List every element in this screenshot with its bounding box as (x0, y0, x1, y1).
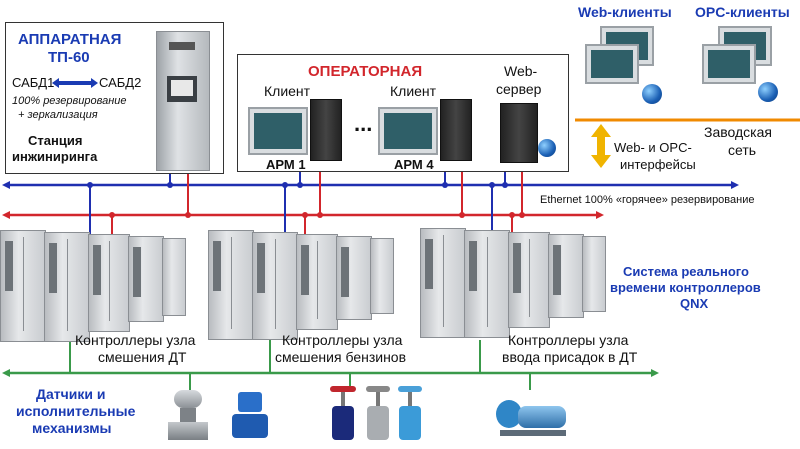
arm1-tower (310, 99, 342, 161)
interfaces-label-1: Web- и OPC- (614, 140, 692, 155)
qnx-label-1: Система реального (623, 264, 749, 279)
web-client-monitor-2 (585, 44, 639, 84)
arm1-monitor (248, 107, 308, 155)
controller-3-label-1: Контроллеры узла (508, 332, 629, 348)
controller-1-label-2: смешения ДТ (98, 349, 187, 365)
ellipsis: ... (354, 111, 373, 136)
gate-valve-icon (326, 386, 360, 442)
arrow-left-head (52, 78, 59, 88)
engineering-title-2: ТП-60 (48, 49, 90, 66)
client1-label: Клиент (264, 83, 311, 99)
controller-1-label-1: Контроллеры узла (75, 332, 196, 348)
interface-arrow (591, 124, 611, 168)
web-clients-label: Web-клиенты (578, 4, 672, 20)
globe-icon (758, 82, 778, 102)
operator-room: ОПЕРАТОРНАЯ Клиент Клиент Web- сервер АР… (237, 54, 569, 172)
arm1-label: АРМ 1 (266, 157, 306, 172)
pump-icon (496, 392, 568, 440)
arrow-right-head (91, 78, 98, 88)
web-server-label-2: сервер (496, 81, 542, 97)
field-label-1: Датчики и (36, 386, 106, 402)
opc-clients-label: OPC-клиенты (695, 4, 790, 20)
interfaces-label-2: интерфейсы (620, 157, 696, 172)
engineering-rack (156, 31, 210, 171)
gate-valve-icon (394, 386, 426, 442)
arm4-label: АРМ 4 (394, 157, 434, 172)
redundancy-text: 100% резервирование (12, 95, 127, 107)
field-label-2: исполнительные (16, 403, 136, 419)
sabd2-label: САБД2 (99, 75, 142, 90)
qnx-label-3: QNX (680, 296, 709, 311)
sabd-double-arrow-icon (56, 81, 92, 85)
factory-network-label-1: Заводская (704, 124, 772, 140)
opc-client-monitor-2 (702, 44, 756, 84)
field-label-3: механизмы (32, 420, 112, 436)
engineering-room: АППАРАТНАЯ ТП-60 САБД1 САБД2 100% резерв… (5, 22, 224, 174)
web-server-label-1: Web- (504, 63, 538, 79)
globe-icon (642, 84, 662, 104)
ethernet-label: Ethernet 100% «горячее» резервирование (540, 194, 755, 206)
controller-3-label-2: ввода присадок в ДТ (502, 349, 638, 365)
globe-icon (538, 139, 556, 157)
web-server-tower (500, 103, 538, 163)
engineering-title-1: АППАРАТНАЯ (18, 31, 122, 48)
station-label-2: инжиниринга (12, 149, 98, 164)
factory-network-label-2: сеть (728, 142, 757, 158)
pressure-transmitter-icon (168, 390, 208, 442)
client2-label: Клиент (390, 83, 437, 99)
sabd1-label: САБД1 (12, 75, 55, 90)
flow-meter-icon (232, 392, 268, 440)
controller-2-label-1: Контроллеры узла (282, 332, 403, 348)
station-label-1: Станция (28, 133, 83, 148)
arm4-tower (440, 99, 472, 161)
gate-valve-icon (362, 386, 394, 442)
arm4-monitor (378, 107, 438, 155)
mirroring-text: + зеркализация (18, 109, 98, 121)
controller-2-label-2: смешения бензинов (275, 349, 407, 365)
qnx-label-2: времени контроллеров (610, 280, 761, 295)
operator-title: ОПЕРАТОРНАЯ (308, 63, 423, 80)
